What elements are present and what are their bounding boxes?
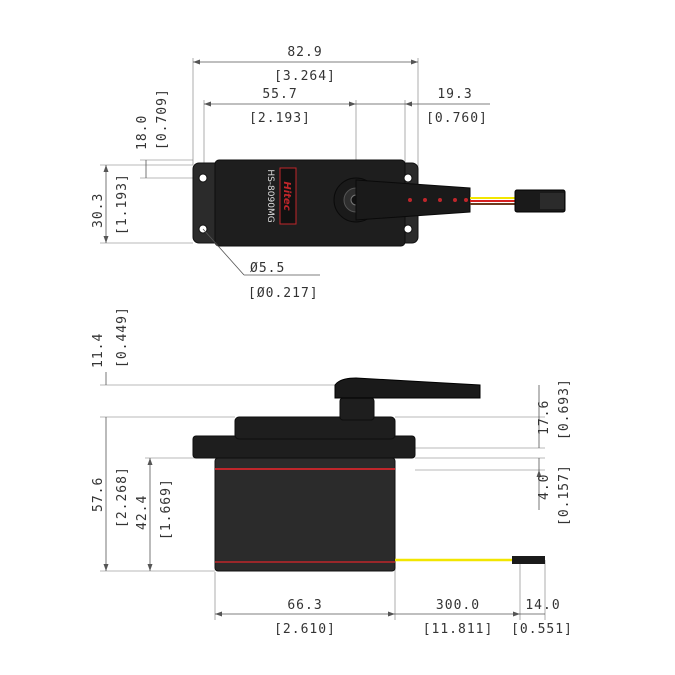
dim-height-body: 30.3 (91, 193, 106, 228)
dim-case-height-in: [1.669] (159, 478, 174, 540)
dim-case-height: 42.4 (135, 495, 150, 530)
side-view: 11.4 [0.449] 57.6 [2.268] 42.4 [1.669] 1… (91, 306, 573, 637)
model-label: HS-8090MG (265, 169, 275, 222)
dim-arm-offset: 19.3 (437, 87, 472, 102)
dim-total-height: 57.6 (91, 477, 106, 512)
dim-height-flange: 18.0 (135, 115, 150, 150)
dim-hole-diameter: Ø5.5 (250, 261, 285, 276)
mounting-hole (403, 173, 413, 183)
dim-flange-thickness: 4.0 (537, 474, 552, 500)
dim-width-body: 55.7 (262, 87, 297, 102)
brand-label: Hitec (281, 181, 292, 210)
dim-arm-height: 11.4 (91, 333, 106, 368)
dim-horn-height-in: [0.693] (557, 378, 572, 440)
dim-case-length: 66.3 (287, 598, 322, 613)
dim-width-overall-in: [3.264] (274, 69, 336, 84)
dim-flange-thickness-in: [0.157] (557, 464, 572, 526)
mounting-hole (403, 224, 413, 234)
dim-width-body-in: [2.193] (249, 111, 311, 126)
servo-side-top (234, 416, 396, 440)
dim-wire-length-in: [11.811] (423, 622, 494, 637)
dim-connector-length-in: [0.551] (511, 622, 573, 637)
dim-height-body-in: [1.193] (115, 173, 130, 235)
output-shaft (339, 397, 375, 421)
dim-connector-length: 14.0 (525, 598, 560, 613)
dim-hole-diameter-in: [Ø0.217] (248, 286, 319, 301)
dim-arm-height-in: [0.449] (115, 306, 130, 368)
mounting-hole (198, 173, 208, 183)
dim-wire-length: 300.0 (436, 598, 480, 613)
servo-arm-side (334, 377, 481, 399)
dim-arm-offset-in: [0.760] (426, 111, 488, 126)
wire-connector-side (512, 556, 545, 564)
top-view: 82.9 [3.264] 55.7 [2.193] 19.3 [0.760] 1… (91, 45, 566, 301)
dim-total-height-in: [2.268] (115, 466, 130, 528)
dim-height-flange-in: [0.709] (155, 88, 170, 150)
dim-width-overall: 82.9 (287, 45, 322, 60)
dim-horn-height: 17.6 (537, 400, 552, 435)
servo-side-case (214, 457, 396, 572)
servo-arm (355, 179, 471, 221)
dim-case-length-in: [2.610] (274, 622, 336, 637)
